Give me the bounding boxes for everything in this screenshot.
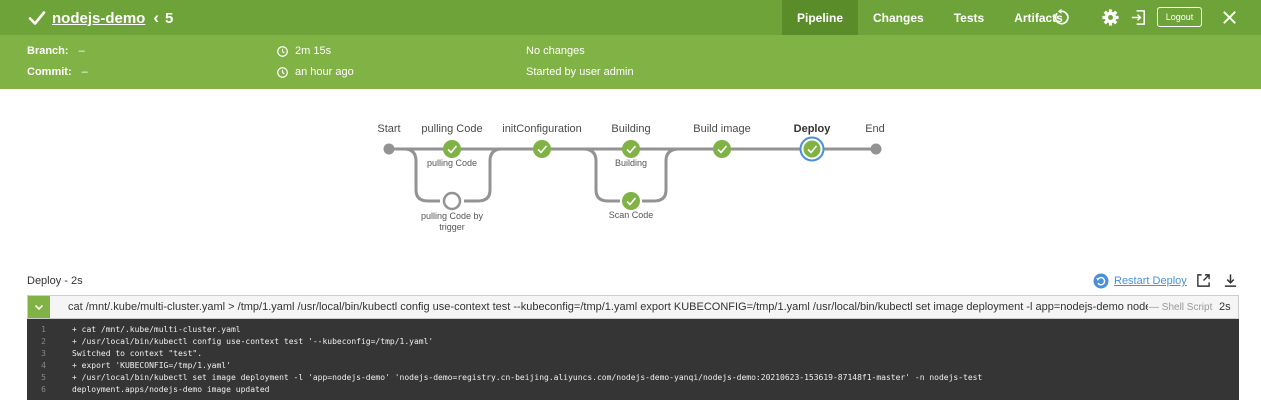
tab-bar: Pipeline Changes Tests Artifacts xyxy=(782,0,1078,35)
step-duration: 2s xyxy=(1219,301,1231,313)
log-line-text: + cat /mnt/.kube/multi-cluster.yaml xyxy=(72,324,241,334)
log-line: 3 Switched to context "test". xyxy=(27,347,202,359)
branch-label: Branch: xyxy=(27,45,69,57)
tab-tests[interactable]: Tests xyxy=(953,10,985,25)
stage-node-building[interactable] xyxy=(622,140,640,158)
branch-label-building: Building xyxy=(614,158,648,168)
log-line: 4 + export 'KUBECONFIG=/tmp/1.yaml' xyxy=(27,359,231,371)
stage-label-building: Building xyxy=(611,123,651,135)
restart-deploy-button[interactable]: Restart Deploy xyxy=(1093,272,1187,290)
restart-icon xyxy=(1093,273,1109,289)
branch-label-scan-code: Scan Code xyxy=(608,210,654,220)
branch-info: Branch: – xyxy=(27,43,85,59)
started-ago-value: an hour ago xyxy=(295,66,354,78)
stage-label-end: End xyxy=(865,123,885,135)
run-number: 5 xyxy=(165,9,174,27)
log-line-number: 1 xyxy=(41,324,46,334)
log-line: 2 + /usr/local/bin/kubectl config use-con… xyxy=(27,335,433,347)
run-title: nodejs-demo ‹ 5 xyxy=(28,7,173,29)
stage-label-build-image: Build image xyxy=(693,123,751,135)
top-bar: nodejs-demo ‹ 5 Pipeline Changes Tests A… xyxy=(0,0,1261,35)
stage-label-initconfiguration: initConfiguration xyxy=(502,123,582,135)
logout-button[interactable]: Logout xyxy=(1157,7,1202,27)
run-info-bar: Branch: – Commit: – 2m 15s an hour ago N… xyxy=(0,35,1261,89)
step-type: — Shell Script xyxy=(1149,301,1213,313)
log-line-number: 4 xyxy=(41,360,46,370)
branch-value: – xyxy=(78,45,85,57)
branch-label-pulling-code-by-trigger: pulling Code by trigger xyxy=(420,211,484,232)
stage-label-pulling-code: pulling Code xyxy=(421,123,483,135)
log-line-text: + /usr/local/bin/kubectl set image deplo… xyxy=(72,372,983,382)
tab-artifacts[interactable]: Artifacts xyxy=(1014,10,1063,25)
console-log: 1 + cat /mnt/.kube/multi-cluster.yaml 2 + … xyxy=(27,319,1239,400)
pipeline-graph: Start pulling Code initConfiguration Bui… xyxy=(0,89,1261,259)
stage-label-deploy: Deploy xyxy=(793,123,831,135)
run-separator: ‹ xyxy=(153,8,160,27)
stage-node-deploy[interactable] xyxy=(799,136,825,162)
started-by-info: Started by user admin xyxy=(526,66,634,78)
commit-value: – xyxy=(81,66,88,78)
download-icon[interactable] xyxy=(1223,273,1238,288)
started-info: an hour ago xyxy=(277,64,354,80)
branch-node-pulling-code-by-trigger[interactable] xyxy=(442,191,462,211)
tab-pipeline[interactable]: Pipeline xyxy=(782,0,859,35)
stage-node-pulling-code[interactable] xyxy=(443,140,461,158)
stage-node-build-image[interactable] xyxy=(713,140,731,158)
stage-label-start: Start xyxy=(377,123,401,135)
pipeline-connectors xyxy=(383,136,882,211)
restart-deploy-label: Restart Deploy xyxy=(1114,275,1187,287)
tab-changes[interactable]: Changes xyxy=(873,10,924,25)
duration-info: 2m 15s xyxy=(277,43,331,59)
step-row-shell-script[interactable]: cat /mnt/.kube/multi-cluster.yaml > /tmp… xyxy=(27,295,1239,319)
replay-icon[interactable] xyxy=(1052,8,1071,27)
exit-icon[interactable] xyxy=(1129,8,1148,27)
log-line-text: + export 'KUBECONFIG=/tmp/1.yaml' xyxy=(72,360,231,370)
log-line-number: 5 xyxy=(41,372,46,382)
success-check-icon xyxy=(28,11,46,25)
log-line-number: 2 xyxy=(41,336,46,346)
step-command: cat /mnt/.kube/multi-cluster.yaml > /tmp… xyxy=(68,301,1148,313)
project-link[interactable]: nodejs-demo xyxy=(52,9,146,27)
start-node xyxy=(383,143,395,155)
log-line: 5 + /usr/local/bin/kubectl set image depl… xyxy=(27,371,982,383)
branch-label-pulling-code: pulling Code xyxy=(426,158,478,168)
open-external-icon[interactable] xyxy=(1196,273,1211,288)
gear-icon[interactable] xyxy=(1101,8,1120,27)
log-line: 1 + cat /mnt/.kube/multi-cluster.yaml xyxy=(27,323,241,335)
log-line-number: 6 xyxy=(41,384,46,394)
log-line: 6 deployment.apps/nodejs-demo image updat… xyxy=(27,383,269,395)
chevron-down-icon xyxy=(34,304,44,311)
log-line-text: Switched to context "test". xyxy=(72,348,203,358)
clock-icon xyxy=(277,45,288,57)
clock-icon xyxy=(277,66,288,78)
deploy-section-title: Deploy - 2s xyxy=(27,275,83,287)
branch-node-scan-code[interactable] xyxy=(622,192,640,210)
log-line-number: 3 xyxy=(41,348,46,358)
changes-info: No changes xyxy=(526,45,585,57)
duration-value: 2m 15s xyxy=(295,45,332,57)
log-line-text: + /usr/local/bin/kubectl config use-cont… xyxy=(72,336,434,346)
close-icon[interactable] xyxy=(1220,8,1239,27)
end-node xyxy=(870,143,882,155)
step-status xyxy=(28,296,50,318)
commit-label: Commit: xyxy=(27,66,72,78)
log-line-text: deployment.apps/nodejs-demo image update… xyxy=(72,384,270,394)
commit-info: Commit: – xyxy=(27,64,88,80)
stage-node-initconfiguration[interactable] xyxy=(533,140,551,158)
